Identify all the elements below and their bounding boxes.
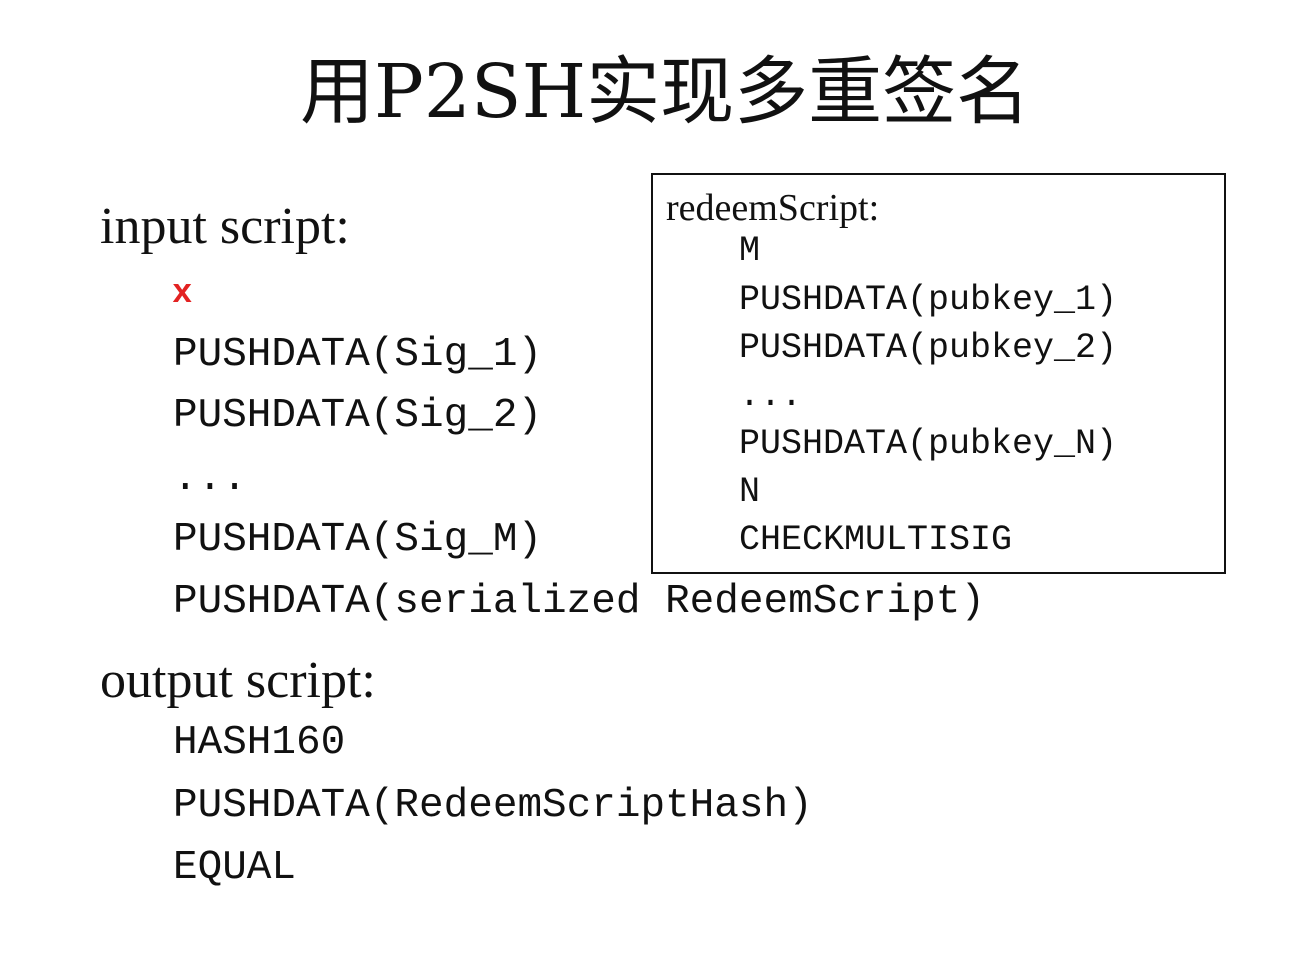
redeem-line-checkmultisig: CHECKMULTISIG — [739, 520, 1013, 560]
output-line-pushdata-hash: PUSHDATA(RedeemScriptHash) — [173, 783, 813, 829]
input-line-sig-1: PUSHDATA(Sig_1) — [173, 332, 543, 378]
redeem-line-ellipsis: ... — [739, 376, 803, 416]
redeem-line-pubkey-1: PUSHDATA(pubkey_1) — [739, 280, 1118, 320]
redeem-script-heading: redeemScript: — [666, 187, 880, 229]
output-line-equal: EQUAL — [173, 845, 297, 891]
slide-title: 用P2SH实现多重签名 — [300, 49, 1031, 135]
input-line-serialized-redeemscript: PUSHDATA(serialized RedeemScript) — [173, 579, 985, 625]
input-line-sig-m: PUSHDATA(Sig_M) — [173, 517, 543, 563]
output-script-heading: output script: — [100, 652, 376, 709]
input-line-ellipsis: ... — [173, 456, 247, 502]
redeem-line-pubkey-2: PUSHDATA(pubkey_2) — [739, 328, 1118, 368]
output-line-hash160: HASH160 — [173, 720, 346, 766]
redeem-line-m: M — [739, 231, 761, 271]
input-line-sig-2: PUSHDATA(Sig_2) — [173, 393, 543, 439]
redeem-line-pubkey-n: PUSHDATA(pubkey_N) — [739, 424, 1118, 464]
redeem-script-box: redeemScript: M PUSHDATA(pubkey_1) PUSHD… — [651, 173, 1226, 574]
input-marker-x: x — [172, 275, 193, 313]
redeem-line-n: N — [739, 472, 761, 512]
input-script-heading: input script: — [100, 198, 350, 255]
